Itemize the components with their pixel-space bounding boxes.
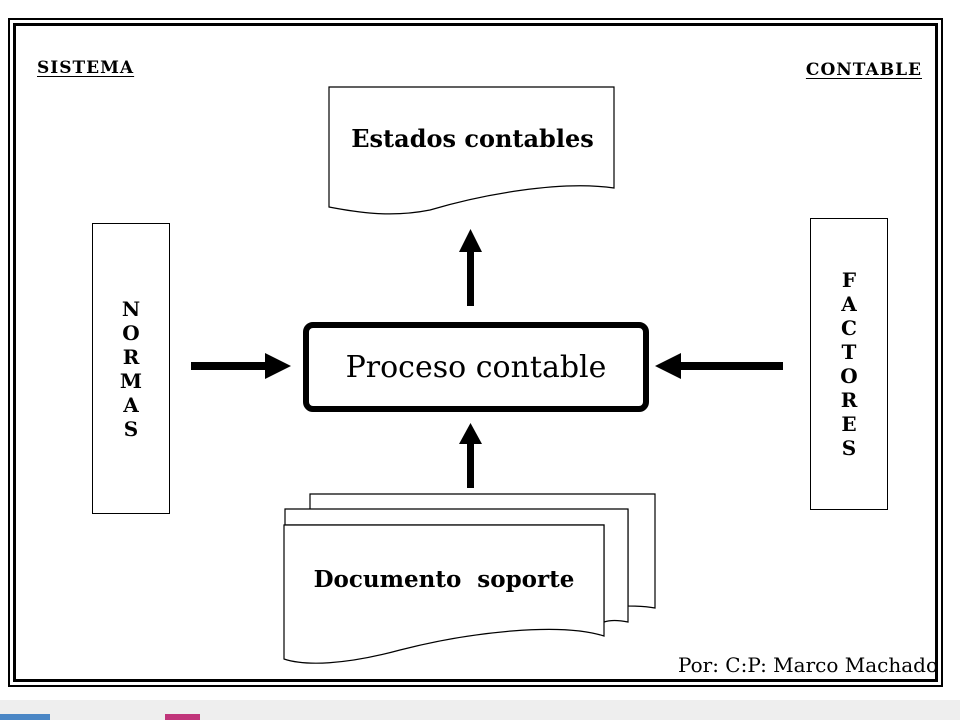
factores-letter: F — [841, 268, 857, 292]
normas-letter: M — [119, 368, 143, 393]
factores-box: F A C T O R E S — [810, 218, 888, 510]
inner-frame — [13, 23, 938, 682]
arrow-right-left — [191, 353, 291, 379]
normas-letter: R — [122, 344, 140, 369]
outer-frame — [8, 18, 943, 687]
factores-letter: A — [841, 292, 857, 316]
estados-document-shape — [328, 86, 615, 215]
title-right: CONTABLE — [805, 60, 922, 80]
arrow-up-bottom — [459, 423, 482, 488]
normas-box: N O R M A S — [92, 223, 170, 514]
factores-letter: C — [841, 316, 857, 340]
title-left: SISTEMA — [37, 58, 135, 78]
strip-mark-blue — [0, 714, 50, 720]
documento-soporte-label: Documento soporte — [313, 566, 575, 593]
factores-letter: R — [840, 388, 858, 412]
factores-letter: E — [841, 412, 857, 436]
factores-letter: S — [841, 436, 857, 460]
normas-letter: A — [123, 392, 139, 417]
proceso-contable-label: Proceso contable — [345, 349, 607, 385]
strip-mark-magenta — [165, 714, 200, 720]
factores-letter: O — [840, 364, 858, 388]
normas-letter: S — [123, 416, 139, 441]
normas-letter: O — [122, 320, 140, 345]
factores-letter: T — [841, 340, 857, 364]
estados-contables-label: Estados contables — [351, 124, 594, 153]
normas-letter: N — [121, 296, 141, 321]
proceso-contable-box: Proceso contable — [303, 322, 649, 412]
author-credit: Por: C:P: Marco Machado — [677, 653, 938, 677]
bottom-strip — [0, 700, 960, 720]
document-page-front — [283, 524, 605, 664]
arrow-up-top — [459, 229, 482, 306]
arrow-left-right — [655, 353, 783, 379]
